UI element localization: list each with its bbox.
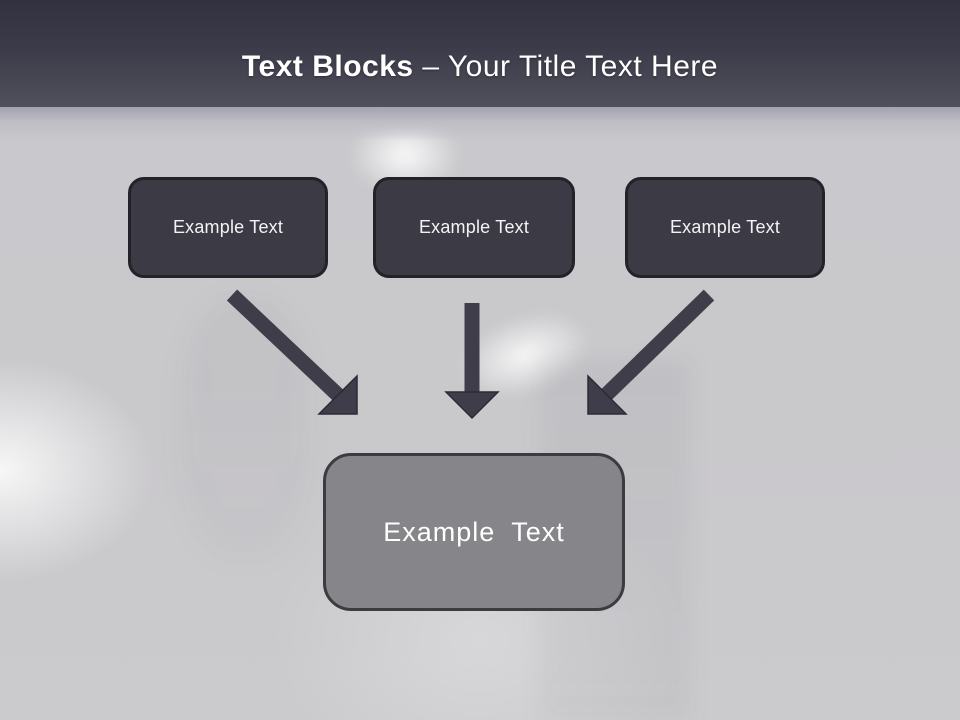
text-block-3-label: Example Text: [669, 217, 781, 237]
arrow-down-left-icon[interactable]: [587, 289, 715, 415]
page-title-separator: –: [413, 49, 448, 83]
page-title-rest: Your Title Text Here: [447, 49, 719, 83]
text-block-1[interactable]: Example Text: [128, 177, 328, 278]
page-title: Text Blocks – Your Title Text Here: [242, 50, 718, 84]
page-title-bold: Text Blocks: [241, 49, 414, 83]
result-text-block[interactable]: Example Text: [323, 453, 625, 611]
arrow-down-right-icon[interactable]: [226, 289, 358, 415]
text-block-1-label: Example Text: [172, 217, 284, 237]
text-block-2-label: Example Text: [418, 217, 530, 237]
text-block-2[interactable]: Example Text: [373, 177, 575, 278]
arrow-down-icon[interactable]: [444, 303, 500, 420]
result-text-block-label: Example Text: [383, 516, 565, 547]
text-block-3[interactable]: Example Text: [625, 177, 825, 278]
header-band: Text Blocks – Your Title Text Here: [0, 0, 960, 107]
